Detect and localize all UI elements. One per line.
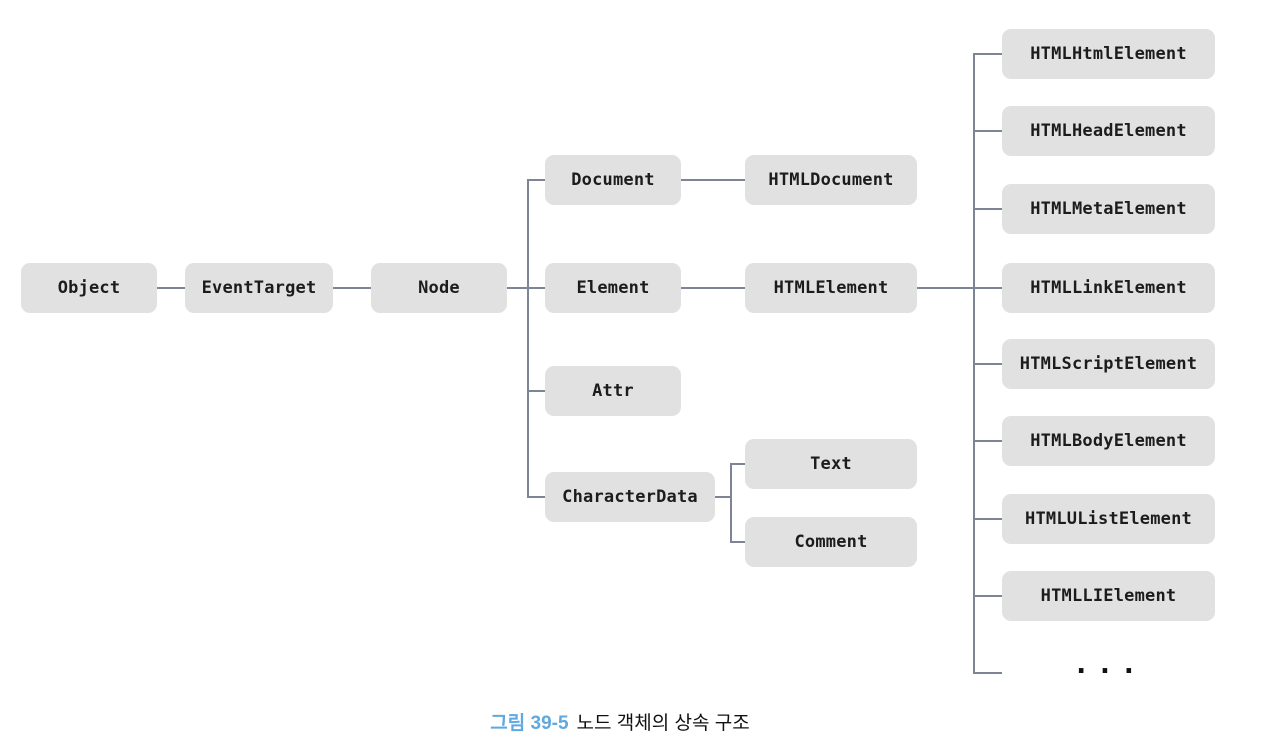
- stub-htmlulistelement: [973, 518, 1002, 520]
- node-htmlulistelement: HTMLUListElement: [1002, 494, 1215, 544]
- more-elements-ellipsis: ...: [1072, 647, 1145, 680]
- stub-htmlmetaelement: [973, 208, 1002, 210]
- trunk-characterdata-children: [730, 463, 732, 543]
- connector-object-eventtarget: [157, 287, 185, 289]
- connector-characterdata-trunk: [715, 496, 730, 498]
- stub-htmllielement: [973, 595, 1002, 597]
- figure-caption-label: 그림 39-5: [490, 713, 569, 734]
- connector-node-trunk: [507, 287, 545, 289]
- node-object: Object: [21, 263, 157, 313]
- node-htmlbodyelement: HTMLBodyElement: [1002, 416, 1215, 466]
- node-htmllinkelement: HTMLLinkElement: [1002, 263, 1215, 313]
- node-htmlelement: HTMLElement: [745, 263, 917, 313]
- trunk-node-children: [527, 179, 529, 498]
- node-htmlmetaelement: HTMLMetaElement: [1002, 184, 1215, 234]
- stub-ellipsis: [973, 672, 1002, 674]
- stub-characterdata: [527, 496, 545, 498]
- node-comment: Comment: [745, 517, 917, 567]
- node-characterdata: CharacterData: [545, 472, 715, 522]
- connector-htmlelement-trunk: [917, 287, 1002, 289]
- stub-text: [730, 463, 745, 465]
- node-attr: Attr: [545, 366, 681, 416]
- node-element: Element: [545, 263, 681, 313]
- node-document: Document: [545, 155, 681, 205]
- node-htmlheadelement: HTMLHeadElement: [1002, 106, 1215, 156]
- connector-eventtarget-node: [333, 287, 371, 289]
- node-node: Node: [371, 263, 507, 313]
- figure-caption-title: 노드 객체의 상속 구조: [576, 713, 750, 734]
- node-htmllielement: HTMLLIElement: [1002, 571, 1215, 621]
- figure-caption: 그림 39-5 노드 객체의 상속 구조: [0, 708, 1240, 735]
- node-htmlhtmlelement: HTMLHtmlElement: [1002, 29, 1215, 79]
- stub-document: [527, 179, 545, 181]
- connector-element-htmlelement: [681, 287, 745, 289]
- node-eventtarget: EventTarget: [185, 263, 333, 313]
- node-htmldocument: HTMLDocument: [745, 155, 917, 205]
- node-text: Text: [745, 439, 917, 489]
- stub-htmlhtmlelement: [973, 53, 1002, 55]
- stub-htmlscriptelement: [973, 363, 1002, 365]
- node-htmlscriptelement: HTMLScriptElement: [1002, 339, 1215, 389]
- connector-document-htmldocument: [681, 179, 745, 181]
- stub-attr: [527, 390, 545, 392]
- stub-htmlheadelement: [973, 130, 1002, 132]
- stub-comment: [730, 541, 745, 543]
- stub-htmlbodyelement: [973, 440, 1002, 442]
